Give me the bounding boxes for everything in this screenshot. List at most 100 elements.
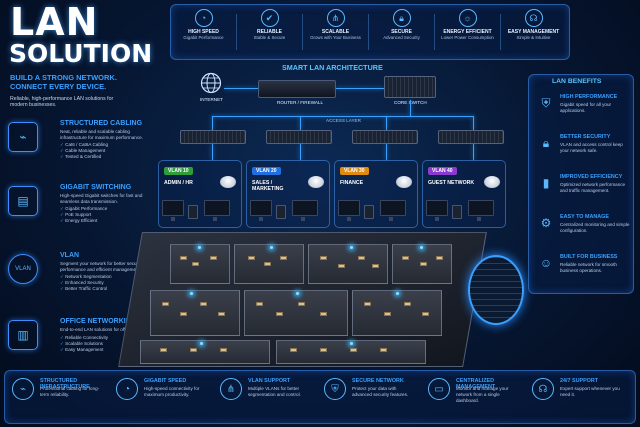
left-section-item: Cable Management — [60, 148, 158, 154]
access-layer-label: ACCESS LAYER — [326, 118, 361, 123]
desktop-icon — [338, 200, 360, 221]
bottom-bar — [4, 370, 636, 424]
link-vlan-1 — [212, 144, 213, 160]
feature-title: HIGH SPEED — [188, 29, 219, 35]
desk — [350, 348, 357, 352]
benefit-desc: Reliable network for smooth business ope… — [560, 262, 617, 273]
desk — [384, 312, 391, 316]
feature-bar — [170, 4, 570, 60]
laptop-icon — [380, 200, 406, 221]
left-section-title: STRUCTURED CABLING — [60, 120, 143, 127]
desk — [364, 302, 371, 306]
left-section-desc: Segment your network for better security… — [60, 261, 144, 272]
access-switch-3 — [352, 130, 418, 144]
desk — [338, 264, 345, 268]
benefit-title: BUILT FOR BUSINESS — [560, 254, 618, 260]
access-point-icon — [396, 176, 412, 188]
left-section-item: Cat6 / Cat6A Cabling — [60, 142, 158, 148]
phone-icon — [188, 205, 198, 219]
desk — [420, 262, 427, 266]
bottom-feature-desc: Expert support whenever you need it. — [560, 386, 620, 397]
desk — [280, 256, 287, 260]
hero-tagline-1: BUILD A STRONG NETWORK. — [10, 73, 117, 82]
feature-title: SECURE — [391, 29, 412, 35]
vlan-tag: VLAN 20 — [252, 167, 281, 175]
cable-icon: ⌁ — [8, 122, 38, 152]
benefits-title: LAN BENEFITS — [552, 78, 602, 85]
desk — [298, 302, 305, 306]
desk — [320, 312, 327, 316]
headset-icon: ☊ — [524, 9, 543, 27]
benefit-desc: Gigabit speed for all your applications. — [560, 102, 612, 113]
left-section-item: Energy Efficient — [60, 218, 158, 224]
bottom-feature-desc: Monitor and manage your network from a s… — [456, 386, 509, 403]
left-section-list: Cat6 / Cat6A CablingCable ManagementTest… — [60, 142, 158, 160]
benefit-title: IMPROVED EFFICIENCY — [560, 174, 623, 180]
feature-desc: Stable & Secure — [253, 35, 286, 40]
desk — [220, 348, 227, 352]
lock-icon: 🔒︎ — [392, 9, 411, 27]
left-section-item: Better Traffic Control — [60, 286, 158, 292]
desk — [248, 256, 255, 260]
bottom-feature-desc: Multiple VLANs for better segmentation a… — [248, 386, 301, 397]
vlan-name: ADMIN / HR — [164, 180, 193, 186]
server-rack-image — [468, 255, 524, 325]
desk — [380, 348, 387, 352]
hero-title-solution: SOLUTION — [9, 39, 153, 68]
core-switch-device — [384, 76, 436, 98]
bottom-feature-desc: High-speed connectivity for maximum prod… — [144, 386, 200, 397]
feature-desc: Simple & Intuitive — [516, 35, 551, 40]
lightbulb-icon: ☼ — [458, 9, 477, 27]
phone-icon — [452, 205, 462, 219]
left-section-desc: High-speed Gigabit switches for fast and… — [60, 193, 143, 204]
access-switch-2 — [266, 130, 332, 144]
vlan-name: SALES / MARKETING — [252, 180, 284, 192]
desktop-icon — [250, 200, 272, 221]
shield-check-icon: ✔ — [260, 9, 279, 27]
network-icon: ⋔ — [220, 378, 242, 400]
desk — [200, 302, 207, 306]
feature-title: ENERGY EFFICIENT — [443, 29, 492, 35]
router-firewall-device — [258, 80, 336, 98]
desk — [372, 264, 379, 268]
access-point-led — [198, 246, 201, 249]
link-router-core — [336, 88, 384, 89]
globe-icon — [200, 72, 222, 94]
vlan-icon: VLAN — [8, 254, 38, 284]
left-section-item: Easy Management — [60, 347, 158, 353]
access-point-icon — [308, 176, 324, 188]
desk — [320, 256, 327, 260]
left-section-item: PoE Support — [60, 212, 158, 218]
lock-icon: 🔒︎ — [542, 136, 550, 150]
bottom-feature-title: 24/7 SUPPORT — [560, 378, 599, 384]
cable-icon: ⌁ — [12, 378, 34, 400]
router-label: ROUTER / FIREWALL — [277, 100, 324, 105]
desk — [320, 348, 327, 352]
benefits-panel — [528, 74, 634, 294]
feature-divider — [368, 14, 369, 50]
desk — [192, 262, 199, 266]
left-section-item: Gigabit Performance — [60, 206, 158, 212]
left-section-item: Tested & Certified — [60, 154, 158, 160]
feature-divider — [302, 14, 303, 50]
desktop-icon — [162, 200, 184, 221]
bottom-feature-title: STRUCTURED INFRASTRUCTURE — [40, 378, 90, 390]
link-access-bus — [212, 116, 474, 117]
access-point-led — [190, 292, 193, 295]
bottom-feature-title: GIGABIT SPEED — [144, 378, 187, 384]
desk — [256, 302, 263, 306]
left-section-desc: End-to-end LAN solutions for offices of … — [60, 327, 158, 332]
link-access-1 — [212, 116, 213, 130]
